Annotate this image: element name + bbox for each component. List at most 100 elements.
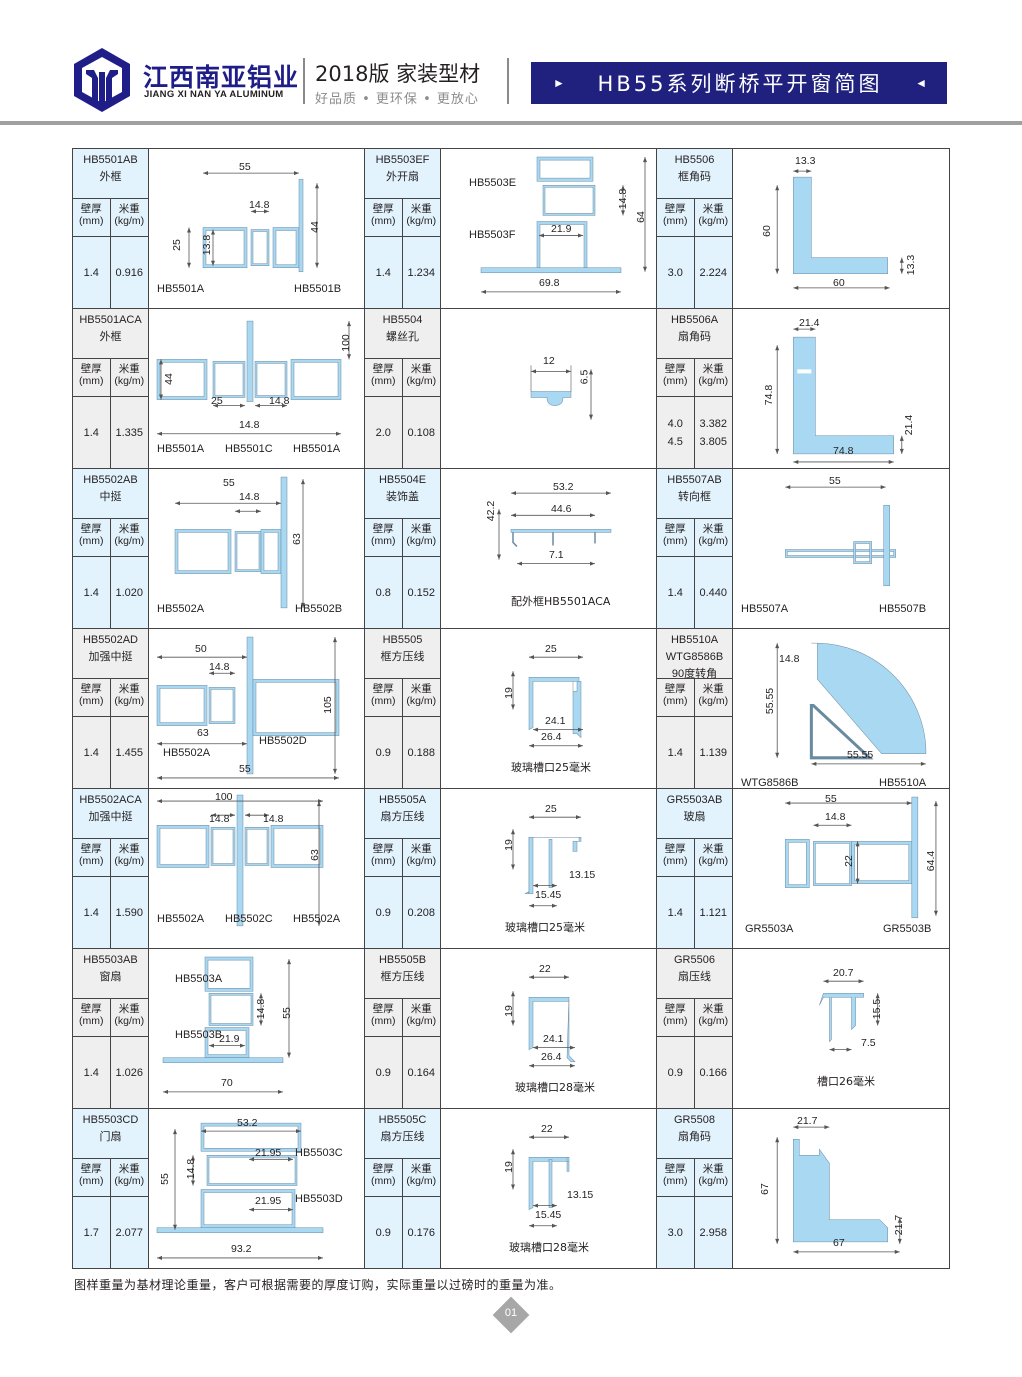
- profile-info: HB5507AB 转向框 壁厚(mm) 米重(kg/m) 1.4 0.440: [657, 469, 733, 628]
- header-divider: [507, 58, 509, 104]
- profile-header: HB5502AB 中挺: [73, 469, 148, 519]
- table-row: HB5501AB 外框 壁厚(mm) 米重(kg/m) 1.4 0.916: [73, 149, 950, 309]
- dimension-label: 55: [825, 793, 837, 805]
- page-number: 01: [504, 1307, 518, 1319]
- thickness-header: 壁厚(mm): [73, 519, 111, 556]
- thickness-values: 3.0: [657, 1197, 695, 1268]
- table-row: HB5503AB 窗扇 壁厚(mm) 米重(kg/m) 1.4 1.026: [73, 949, 950, 1109]
- spec-header-row: 壁厚(mm) 米重(kg/m): [73, 999, 148, 1037]
- wall-thickness-value: 0.9: [375, 1226, 391, 1239]
- profile-cell: HB5503AB 窗扇 壁厚(mm) 米重(kg/m) 1.4 1.026: [73, 949, 365, 1108]
- spec-header-row: 壁厚(mm) 米重(kg/m): [73, 519, 148, 557]
- spec-value-row: 0.9 0.164: [365, 1037, 440, 1108]
- weight-values: 1.234: [403, 237, 441, 308]
- spec-value-row: 3.0 2.958: [657, 1197, 732, 1268]
- dimension-label: 21.9: [219, 1033, 240, 1045]
- spec-header-row: 壁厚(mm) 米重(kg/m): [657, 1159, 732, 1197]
- dimension-label: 64: [634, 211, 647, 223]
- profile-cell: HB5503EF 外开扇 壁厚(mm) 米重(kg/m) 1.4 1.234: [365, 149, 657, 308]
- dimension-label: 13.8: [201, 234, 214, 256]
- profile-info: HB5504 螺丝孔 壁厚(mm) 米重(kg/m) 2.0 0.108: [365, 309, 441, 468]
- weight-values: 0.152: [403, 557, 441, 628]
- part-label: HB5501B: [294, 283, 342, 295]
- weight-values: 0.916: [111, 237, 149, 308]
- wall-thickness-value: 3.0: [667, 1226, 683, 1239]
- profile-header: HB5502ACA 加强中挺: [73, 789, 148, 839]
- dimension-label: 64.4: [925, 850, 938, 872]
- edition-label: 2018版 家装型材: [315, 62, 481, 86]
- dimension-label: 19: [502, 687, 515, 699]
- wall-thickness-value: 1.4: [83, 906, 99, 919]
- weight-values: 2.958: [695, 1197, 733, 1268]
- profile-header: HB5506 框角码: [657, 149, 732, 199]
- dimension-label: 21.4: [799, 317, 820, 329]
- profile-note: 玻璃槽口25毫米: [511, 761, 591, 774]
- wall-thickness-value: 4.5: [667, 435, 683, 448]
- thickness-header: 壁厚(mm): [365, 519, 403, 556]
- profile-code: HB5506A: [670, 314, 719, 326]
- table-row: HB5502AB 中挺 壁厚(mm) 米重(kg/m) 1.4 1.020: [73, 469, 950, 629]
- profile-note: 玻璃槽口28毫米: [509, 1241, 589, 1254]
- profile-name: 加强中挺: [88, 811, 133, 823]
- profile-cross-section: [156, 794, 324, 927]
- profile-info: HB5501AB 外框 壁厚(mm) 米重(kg/m) 1.4 0.916: [73, 149, 149, 308]
- profile-cross-section: [511, 1135, 570, 1228]
- profile-info: HB5503AB 窗扇 壁厚(mm) 米重(kg/m) 1.4 1.026: [73, 949, 149, 1108]
- spec-value-row: 1.7 2.077: [73, 1197, 148, 1268]
- profile-cell: HB5504 螺丝孔 壁厚(mm) 米重(kg/m) 2.0 0.108: [365, 309, 657, 468]
- dimension-label: 14.8: [263, 813, 284, 825]
- thickness-values: 1.4: [657, 877, 695, 948]
- profile-table: HB5501AB 外框 壁厚(mm) 米重(kg/m) 1.4 0.916: [72, 148, 950, 1269]
- thickness-header: 壁厚(mm): [73, 359, 111, 396]
- profile-name: 框角码: [678, 171, 711, 183]
- profile-cross-section: [784, 485, 897, 586]
- thickness-header: 壁厚(mm): [365, 679, 403, 716]
- dimension-label: 14.8: [617, 188, 630, 210]
- profile-cross-section: [819, 979, 880, 1052]
- part-label: HB5510A: [879, 777, 927, 789]
- profile-code: HB5502AD: [82, 634, 139, 646]
- profile-cross-section: [162, 956, 291, 1094]
- profile-name: 90度转角: [671, 668, 718, 680]
- spec-value-row: 0.9 0.188: [365, 717, 440, 788]
- weight-per-meter-value: 1.026: [115, 1066, 144, 1079]
- wall-thickness-value: 1.4: [667, 586, 683, 599]
- spec-value-row: 1.4 0.916: [73, 237, 148, 308]
- dimension-label: 14.8: [255, 998, 268, 1020]
- dimension-label: 15.45: [535, 889, 562, 901]
- thickness-header: 壁厚(mm): [657, 1159, 695, 1196]
- weight-per-meter-value: 0.164: [407, 1066, 436, 1079]
- table-row: HB5503CD 门扇 壁厚(mm) 米重(kg/m) 1.7 2.077: [73, 1109, 950, 1269]
- part-label: HB5507A: [741, 603, 789, 615]
- triangle-right-icon: ►: [553, 76, 565, 90]
- profile-header: GR5503AB 玻扇: [657, 789, 732, 839]
- dimension-label: 14.8: [825, 811, 846, 823]
- profile-name: 加强中挺: [88, 651, 133, 663]
- spec-header-row: 壁厚(mm) 米重(kg/m): [365, 1159, 440, 1197]
- wall-thickness-value: 1.4: [667, 906, 683, 919]
- dimension-label: 60: [760, 225, 773, 237]
- dimension-label: 69.8: [539, 277, 560, 289]
- spec-value-row: 1.4 1.139: [657, 717, 732, 788]
- spec-value-row: 1.4 1.455: [73, 717, 148, 788]
- profile-header: HB5505C 扇方压线: [365, 1109, 440, 1159]
- weight-per-meter-value: 1.020: [115, 586, 144, 599]
- dimension-label: 13.3: [905, 254, 918, 276]
- weight-per-meter-value: 1.139: [699, 746, 728, 759]
- weight-per-meter-value: 2.224: [699, 266, 728, 279]
- weight-per-meter-value: 0.916: [115, 266, 144, 279]
- dimension-label: 22: [541, 1123, 553, 1135]
- weight-per-meter-value: 3.805: [699, 435, 728, 448]
- profile-code: HB5503AB: [83, 954, 138, 966]
- dimension-label: 21.95: [255, 1195, 282, 1207]
- weight-header: 米重(kg/m): [406, 683, 437, 707]
- profile-cell: HB5503CD 门扇 壁厚(mm) 米重(kg/m) 1.7 2.077: [73, 1109, 365, 1268]
- dimension-label: 19: [502, 839, 515, 851]
